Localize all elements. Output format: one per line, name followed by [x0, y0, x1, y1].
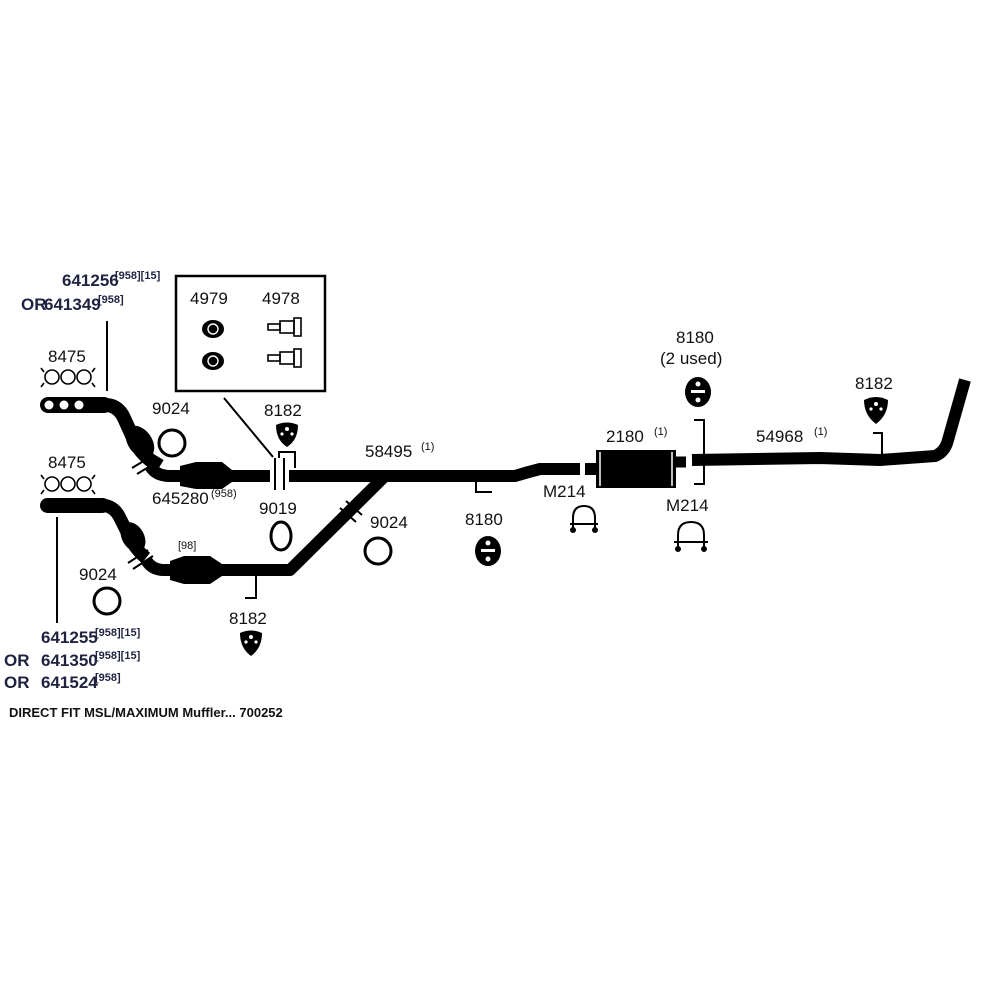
seal-9024-mid: 9024: [363, 513, 408, 566]
inset-box: 4979 4978: [174, 274, 327, 458]
converter-upper-notes: (958): [211, 488, 237, 500]
lower-manifold-notes: [958][15]: [95, 627, 141, 639]
tailpipe-notes: (1): [814, 426, 827, 438]
gasket-8475-upper: 8475: [40, 347, 96, 388]
hanger-icon: [864, 397, 888, 424]
seal-9024-upper: 9024: [152, 399, 190, 458]
inset-right-part: 4978: [262, 289, 300, 308]
inset-leader: [223, 397, 274, 458]
bolt-icon: [267, 317, 302, 368]
upper-manifold-or: OR: [21, 295, 47, 314]
lower-manifold-alt1-notes: [958][15]: [95, 650, 141, 662]
hanger-insulator-icon: [475, 536, 501, 566]
lower-manifold-callout: 641255 [958][15] OR 641350 [958][15] OR …: [4, 627, 141, 692]
clamp-m214-front: M214: [543, 482, 598, 533]
tailpipe-part: 54968: [756, 427, 803, 446]
upper-manifold-pipe: [40, 397, 164, 473]
u-clamp-icon: [674, 520, 708, 552]
clamp-rear-part: M214: [666, 496, 709, 515]
muffler-notes: (1): [654, 426, 667, 438]
hanger-c-part: 8182: [855, 374, 893, 393]
converter-upper-part: 645280: [152, 489, 209, 508]
lower-manifold-alt1-part: 641350: [41, 651, 98, 670]
manifold-gasket-icon: [40, 474, 96, 495]
u-clamp-icon: [570, 504, 598, 533]
lower-manifold-or-1: OR: [4, 651, 30, 670]
clamp-front-gap: [580, 463, 584, 475]
lower-manifold-or-2: OR: [4, 673, 30, 692]
tailpipe: [691, 378, 971, 466]
hanger-icon: [276, 422, 298, 447]
hanger-8182-b: 8182: [229, 609, 267, 656]
clamp-m214-rear: M214: [666, 496, 709, 552]
ring-gasket-icon: [363, 536, 393, 566]
upper-manifold-alt-part: 641349: [44, 295, 101, 314]
upper-manifold-callout: 641256 [958][15] OR 641349 [958]: [21, 270, 161, 391]
muffler: [596, 450, 676, 488]
oval-gasket-icon: [269, 520, 293, 552]
converter-lower-notes: [98]: [178, 540, 196, 552]
hanger-b-part: 8182: [229, 609, 267, 628]
seal-lower-part: 9024: [79, 565, 117, 584]
seal-mid-part: 9024: [370, 513, 408, 532]
hanger-8180-b: 8180 (2 used): [660, 328, 722, 407]
flange-ypipe: [339, 500, 363, 523]
clamp-front-part: M214: [543, 482, 586, 501]
hanger-icon: [240, 630, 262, 656]
ring-gasket-icon: [92, 586, 122, 616]
nut-icon: [202, 320, 224, 370]
hanger-8182-c: 8182: [855, 374, 893, 455]
manifold-gasket-icon: [40, 367, 96, 388]
upper-converter: [144, 462, 270, 489]
hanger-8180-b-note: (2 used): [660, 349, 722, 368]
hanger-8180-a-part: 8180: [465, 510, 503, 529]
gasket-9019: 9019: [259, 499, 297, 552]
muffler-part: 2180: [606, 427, 644, 446]
upper-manifold-notes: [958][15]: [115, 270, 161, 282]
gasket-9019-part: 9019: [259, 499, 297, 518]
lower-manifold-alt2-notes: [958]: [95, 672, 121, 684]
ring-gasket-icon: [157, 428, 187, 458]
lower-manifold-pipe: [40, 498, 151, 564]
seal-9024-lower: 9024: [79, 565, 122, 616]
hanger-bracket-8180: [475, 482, 492, 493]
gasket-upper-part: 8475: [48, 347, 86, 366]
tailpipe-bracket: [694, 419, 705, 485]
upper-manifold-part: 641256: [62, 271, 119, 290]
hanger-bracket-8182-b: [245, 576, 257, 599]
gasket-8475-lower: 8475: [40, 453, 96, 495]
lower-manifold-alt2-part: 641524: [41, 673, 98, 692]
hanger-8180-b-part: 8180: [676, 328, 714, 347]
hanger-8180-a: 8180: [465, 510, 503, 566]
gasket-lower-part: 8475: [48, 453, 86, 472]
lower-manifold-part: 641255: [41, 628, 98, 647]
hanger-a-part: 8182: [264, 401, 302, 420]
flange-9019-marker: [274, 458, 285, 490]
footer-caption: DIRECT FIT MSL/MAXIMUM Muffler... 700252: [9, 705, 283, 720]
hanger-insulator-icon: [685, 377, 711, 407]
intermediate-pipe-part: 58495: [365, 442, 412, 461]
intermediate-pipe-notes: (1): [421, 441, 434, 453]
seal-upper-part: 9024: [152, 399, 190, 418]
intermediate-pipe: [289, 463, 580, 482]
hanger-8182-a: 8182: [264, 401, 302, 468]
inset-left-part: 4979: [190, 289, 228, 308]
upper-manifold-alt-notes: [958]: [98, 294, 124, 306]
